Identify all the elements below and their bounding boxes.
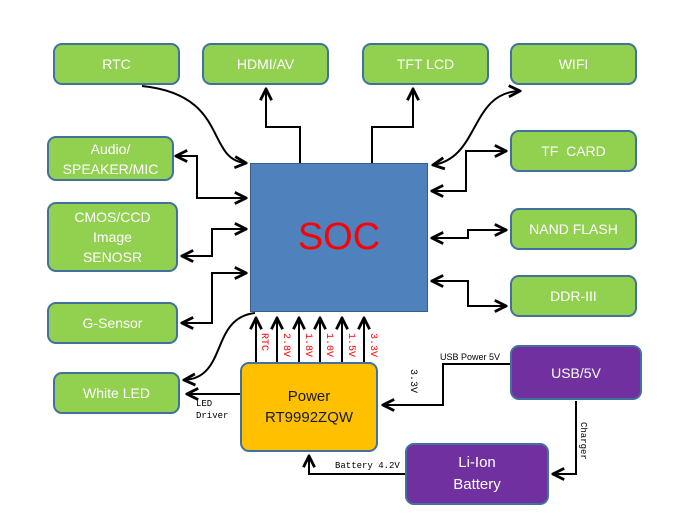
battery-block: Li-Ion Battery [405,443,549,505]
power-label-line1: Power [287,388,331,405]
tfcard-label: TF CARD [541,143,606,159]
battery-label-line1: Li-Ion [458,454,496,471]
usb-power-link [383,363,510,405]
ddr-link [432,281,506,306]
led-driver-label-line1: LED [196,399,213,409]
whiteled-block: White LED [53,372,180,414]
rail-label: RTC [258,333,269,352]
whiteled-soc-link [184,312,256,380]
battery-label-line2: Battery [453,476,501,493]
rail-label: 1.8V [302,333,313,358]
rail-label: 3.3V [367,333,378,358]
hdmi-label: HDMI/AV [236,56,295,72]
cmos-label-line2: Image [93,229,132,245]
ddr-label: DDR-III [550,288,597,304]
rtc-block: RTC [53,43,180,85]
wifi-block: WIFI [510,43,637,85]
power-label-line2: RT9992ZQW [264,409,354,426]
cmos-link [182,229,246,256]
rail-label: 1.0V [323,333,334,358]
tfcard-block: TF CARD [510,130,637,172]
charger-label: Charger [578,422,588,460]
gsensor-link [182,273,246,323]
whiteled-label: White LED [83,385,150,401]
tft-label: TFT LCD [396,56,455,72]
rail-label: 2.8V [280,333,291,358]
battery-voltage-label: Battery 4.2V [335,461,400,471]
v33-label: 3.3V [407,369,418,394]
charger-link [553,401,577,474]
cmos-block: CMOS/CCD Image SENOSR [47,202,178,272]
audio-label-line2: SPEAKER/MIC [62,160,159,177]
soc-label: SOC [297,216,381,258]
wifi-link [433,91,520,165]
nand-link [432,230,506,238]
tft-block: TFT LCD [362,43,489,85]
rail-label: 1.5V [345,333,356,358]
tfcard-link [432,151,506,191]
cmos-label-line3: SENOSR [82,249,143,265]
rtc-label: RTC [102,56,131,72]
cmos-label-line1: CMOS/CCD [74,209,151,225]
nand-block: NAND FLASH [510,208,637,250]
led-driver-label-line2: Driver [196,411,229,421]
hdmi-block: HDMI/AV [202,43,329,85]
audio-link [176,156,246,198]
gsensor-block: G-Sensor [47,302,178,344]
usb-label: USB/5V [551,364,601,381]
wifi-label: WIFI [558,56,589,72]
hdmi-link [266,89,301,163]
usb-power-label: USB Power 5V [440,352,501,362]
usb-block: USB/5V [510,345,642,400]
nand-label: NAND FLASH [529,221,618,237]
soc-block: SOC [250,163,428,312]
audio-label-line1: Audio/ [90,140,131,157]
tft-link [371,89,413,163]
battery-power-link [309,456,405,475]
gsensor-label: G-Sensor [82,315,143,331]
audio-block: Audio/ SPEAKER/MIC [47,136,174,181]
power-block: Power RT9992ZQW [240,362,378,452]
ddr-block: DDR-III [510,275,637,317]
